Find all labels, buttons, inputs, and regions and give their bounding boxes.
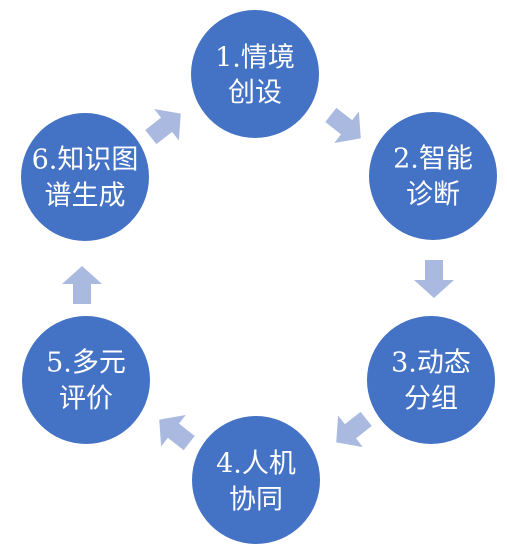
node-1-line2: 创设 [228,78,282,109]
arrow-4-to-5 [159,415,195,451]
node-5-circle [22,316,150,444]
arrow-6-to-1 [145,109,181,145]
node-6-knowledge-graph: 6.知识图 谱生成 [21,113,149,241]
node-2-line1: 2.智能 [393,144,473,175]
arrow-3-to-4 [336,411,372,447]
node-4-line1: 4.人机 [216,449,296,480]
node-2-circle [369,112,497,240]
node-3-line1: 3.动态 [391,348,471,379]
node-5-diverse-evaluation: 5.多元 评价 [22,316,150,444]
node-6-circle [21,113,149,241]
arrow-2-to-3 [414,260,454,298]
node-6-line2: 谱生成 [45,181,126,212]
node-2-line2: 诊断 [406,180,460,211]
node-6-line1: 6.知识图 [32,145,139,176]
node-3-line2: 分组 [404,384,458,415]
arrow-1-to-2 [325,107,361,143]
node-4-human-machine-collab: 4.人机 协同 [192,416,320,544]
node-1-line1: 1.情境 [215,43,295,74]
node-4-line2: 协同 [229,485,283,516]
node-5-line1: 5.多元 [46,348,126,379]
node-3-dynamic-grouping: 3.动态 分组 [367,316,495,444]
node-5-line2: 评价 [59,384,113,415]
node-1-scenario-creation: 1.情境 创设 [191,10,319,138]
node-2-smart-diagnosis: 2.智能 诊断 [369,112,497,240]
node-1-circle [191,10,319,138]
node-4-circle [192,416,320,544]
arrow-5-to-6 [62,266,102,304]
node-3-circle [367,316,495,444]
